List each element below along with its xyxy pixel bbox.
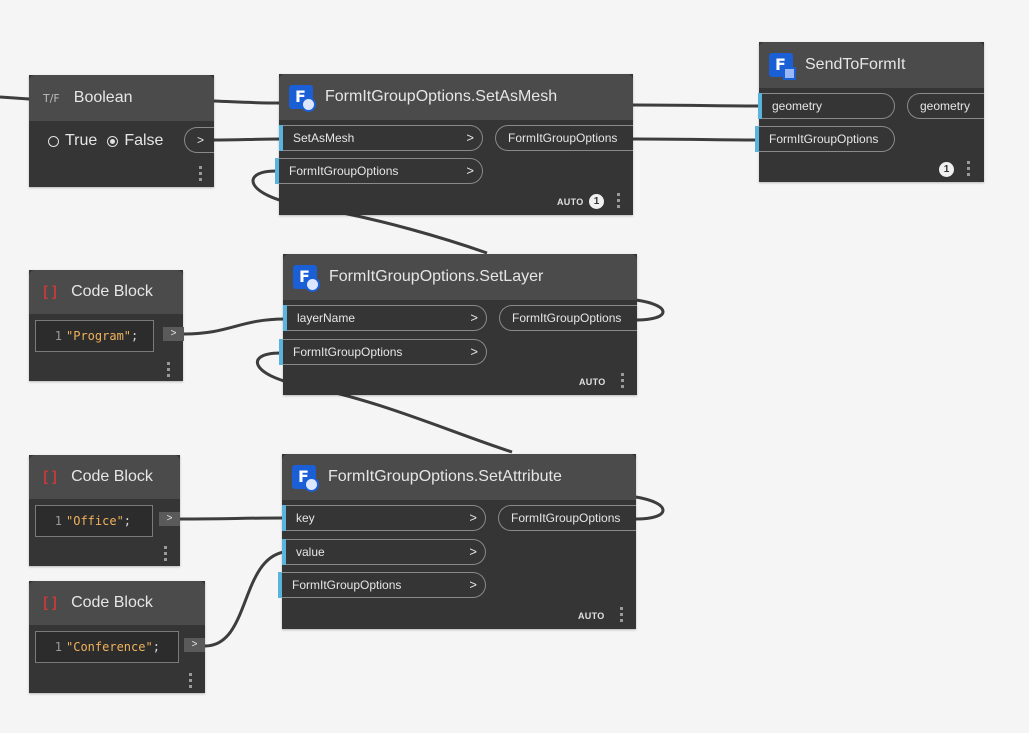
send-to-formit-icon: F [769,53,796,80]
code-terminator: ; [152,640,160,654]
input-port-value[interactable]: value > [282,539,486,565]
send-to-formit-node[interactable]: F SendToFormIt geometry FormItGroupOptio… [755,42,984,182]
code-block-icon: [] [41,283,60,301]
code-block-output-port[interactable]: > [159,512,180,526]
code-block-output-port[interactable]: > [163,327,184,341]
wire-setasmesh-to-sendtoformit-options[interactable] [632,137,759,142]
code-block-icon: [] [41,594,60,612]
chevron-right-icon: > [469,544,477,559]
output-port-formitgroupoptions[interactable]: FormItGroupOptions [495,125,633,151]
info-count-badge[interactable]: 1 [939,162,954,177]
set-attribute-node[interactable]: F FormItGroupOptions.SetAttribute key > … [278,454,636,629]
chevron-right-icon: > [469,510,477,525]
lacing-auto-label: AUTO [579,377,606,387]
node-menu-icon[interactable] [164,546,167,564]
input-port-formitgroupoptions[interactable]: FormItGroupOptions > [278,572,486,598]
output-port-geometry[interactable]: geometry [907,93,984,119]
line-number: 1 [54,514,62,528]
wire-setasmesh-to-sendtoformit-geometry[interactable] [632,103,761,108]
send-to-formit-title: SendToFormIt [805,56,906,73]
code-block-icon: [] [41,468,60,486]
chevron-right-icon: > [466,130,474,145]
node-menu-icon[interactable] [967,161,970,179]
input-port-setasmesh[interactable]: SetAsMesh > [279,125,483,151]
code-block-header[interactable]: [] Code Block [29,455,180,499]
code-terminator: ; [131,329,139,343]
radio-true-icon[interactable] [48,135,59,147]
radio-false-label: False [124,132,164,149]
wire-setlayer-output-loop[interactable] [635,298,665,322]
code-block-node-program[interactable]: [] Code Block 1 "Program" ; > [29,270,184,381]
radio-true-label: True [65,132,98,149]
node-menu-icon[interactable] [199,166,202,184]
chevron-right-icon: > [470,344,478,359]
boolean-output-port[interactable]: > [184,127,214,153]
boolean-node[interactable]: T/F Boolean True False > [29,75,214,187]
input-port-formitgroupoptions[interactable]: FormItGroupOptions > [279,339,487,365]
input-port-formitgroupoptions[interactable]: FormItGroupOptions [755,126,895,152]
line-number: 1 [54,640,62,654]
true-false-icon: T/F [43,91,60,105]
chevron-right-icon: > [466,163,474,178]
wire-incoming-left[interactable] [0,95,30,101]
code-block-editor[interactable]: 1 "Program" ; [35,320,154,352]
code-string-literal: "Office" [66,514,124,528]
code-block-header[interactable]: [] Code Block [29,270,183,314]
input-port-layername[interactable]: layerName > [283,305,487,331]
set-as-mesh-header[interactable]: F FormItGroupOptions.SetAsMesh [279,74,633,120]
formit-node-icon: F [289,85,316,112]
code-block-title: Code Block [71,594,153,611]
output-port-formitgroupoptions[interactable]: FormItGroupOptions [499,305,637,331]
set-as-mesh-node[interactable]: F FormItGroupOptions.SetAsMesh SetAsMesh… [275,74,633,215]
formit-node-icon: F [292,465,319,492]
node-menu-icon[interactable] [617,193,620,211]
wire-boolean-header-to-setasmesh[interactable] [213,99,280,105]
radio-false-option[interactable]: False [107,132,163,150]
code-block-title: Code Block [71,468,153,485]
set-attribute-title: FormItGroupOptions.SetAttribute [328,468,562,485]
input-port-geometry[interactable]: geometry [758,93,895,119]
code-string-literal: "Program" [66,329,132,343]
line-number: 1 [54,329,62,343]
set-layer-header[interactable]: F FormItGroupOptions.SetLayer [283,254,637,300]
set-layer-title: FormItGroupOptions.SetLayer [329,268,544,285]
code-string-literal: "Conference" [66,640,153,654]
radio-false-icon[interactable] [107,135,119,147]
node-menu-icon[interactable] [621,373,624,391]
input-port-formitgroupoptions[interactable]: FormItGroupOptions > [275,158,483,184]
code-block-editor[interactable]: 1 "Conference" ; [35,631,179,663]
wire-setattribute-output-loop[interactable] [635,495,665,521]
output-port-formitgroupoptions[interactable]: FormItGroupOptions [498,505,636,531]
set-layer-node[interactable]: F FormItGroupOptions.SetLayer layerName … [279,254,637,395]
formit-node-icon: F [293,265,320,292]
code-block-editor[interactable]: 1 "Office" ; [35,505,153,537]
code-block-header[interactable]: [] Code Block [29,581,205,625]
boolean-options: True False [48,132,173,150]
wire-codeblock-program-to-layername[interactable] [183,317,286,336]
boolean-node-title: Boolean [73,89,133,106]
lacing-auto-label: AUTO [578,611,605,621]
node-menu-icon[interactable] [167,362,170,380]
code-block-title: Code Block [71,283,153,300]
set-as-mesh-title: FormItGroupOptions.SetAsMesh [325,88,558,105]
input-port-key[interactable]: key > [282,505,486,531]
chevron-right-icon: > [470,310,478,325]
wire-codeblock-conference-to-value[interactable] [204,550,285,648]
wire-codeblock-office-to-key[interactable] [179,516,285,521]
code-block-node-conference[interactable]: [] Code Block 1 "Conference" ; > [29,581,205,693]
wire-boolean-to-setasmesh[interactable] [213,137,282,142]
code-terminator: ; [123,514,132,528]
boolean-node-header[interactable]: T/F Boolean [29,75,214,121]
radio-true-option[interactable]: True [48,132,97,150]
code-block-output-port[interactable]: > [184,638,205,652]
send-to-formit-header[interactable]: F SendToFormIt [759,42,984,88]
info-count-badge[interactable]: 1 [589,194,604,209]
node-menu-icon[interactable] [620,607,623,625]
set-attribute-header[interactable]: F FormItGroupOptions.SetAttribute [282,454,636,500]
lacing-auto-label: AUTO [557,197,584,207]
code-block-node-office[interactable]: [] Code Block 1 "Office" ; > [29,455,180,566]
node-menu-icon[interactable] [189,673,192,691]
chevron-right-icon: > [469,577,477,592]
